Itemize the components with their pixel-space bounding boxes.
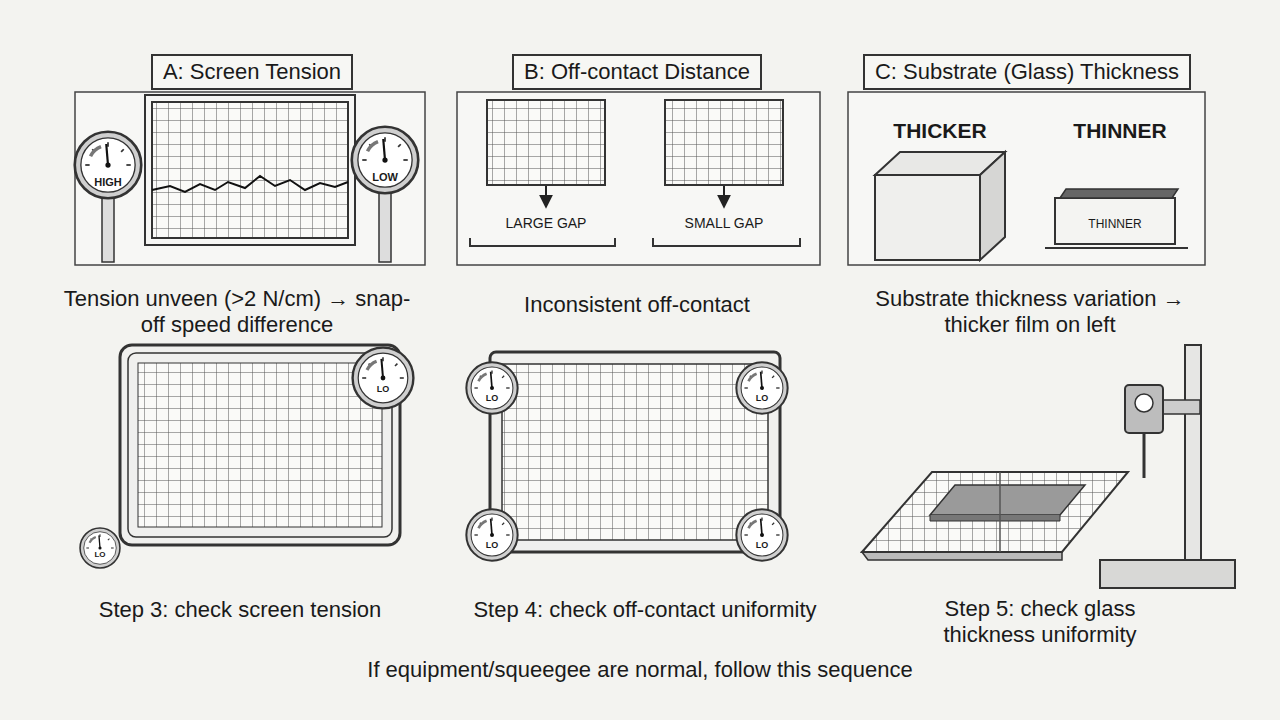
heading-text: B: Off-contact Distance <box>524 59 750 85</box>
gauge-label: HIGH <box>94 176 122 189</box>
step-caption: Step 5: check glass thickness uniformity <box>910 596 1170 649</box>
gauge-label: LO <box>486 540 499 551</box>
step-caption: Step 3: check screen tension <box>99 597 382 623</box>
note: If equipment/squeegee are normal, follow… <box>367 657 912 683</box>
caption: Substrate thickness variation → thicker … <box>840 286 1220 339</box>
gauge-label: LOW <box>372 171 398 184</box>
gap-label: LARGE GAP <box>506 215 587 232</box>
panel-heading: A: Screen Tension <box>151 54 353 90</box>
caption: Tension unveen (>2 N/cm) → snap-off spee… <box>52 286 422 339</box>
substrate-label: THINNER <box>1088 217 1141 231</box>
step3-figure <box>80 345 413 568</box>
gap-label: SMALL GAP <box>685 215 764 232</box>
substrate-figure <box>848 92 1205 265</box>
off-contact-figure <box>457 92 820 265</box>
substrate-label: THICKER <box>893 118 986 143</box>
step4-figure <box>466 352 787 561</box>
gauge-label: LO <box>756 393 769 404</box>
step-caption: Step 4: check off-contact uniformity <box>473 597 816 623</box>
caption: Inconsistent off-contact <box>524 292 750 318</box>
gauge-label: LO <box>486 393 499 404</box>
gauge-label: LO <box>94 550 105 560</box>
panel-heading: B: Off-contact Distance <box>512 54 762 90</box>
gauge-label: LO <box>377 384 390 395</box>
substrate-label: THINNER <box>1073 118 1166 143</box>
step5-figure <box>862 345 1235 588</box>
screen-tension-figure <box>75 92 425 265</box>
heading-text: C: Substrate (Glass) Thickness <box>875 59 1179 85</box>
gauge-label: LO <box>756 540 769 551</box>
heading-text: A: Screen Tension <box>163 59 341 85</box>
panel-heading: C: Substrate (Glass) Thickness <box>863 54 1191 90</box>
